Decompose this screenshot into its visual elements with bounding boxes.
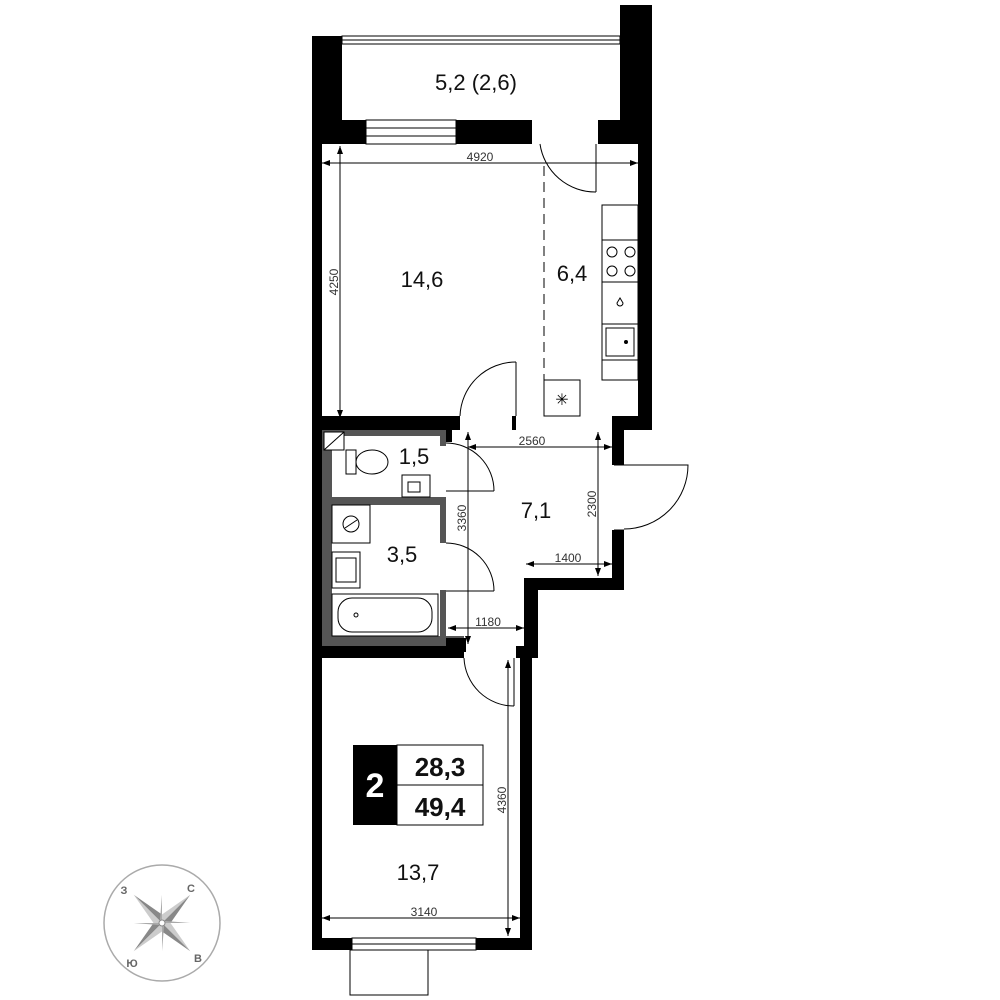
hall-area-label: 7,1 bbox=[521, 498, 552, 523]
living-area-total: 28,3 bbox=[415, 752, 466, 782]
compass-east: В bbox=[194, 953, 202, 965]
balcony-wall-seg-2 bbox=[456, 120, 532, 144]
toilet-bowl-icon bbox=[355, 449, 389, 475]
rooms-count: 2 bbox=[366, 767, 385, 805]
dim-hall-width: 2560 bbox=[519, 434, 546, 448]
bath-door-swing[interactable] bbox=[445, 542, 495, 592]
balcony-right-wall bbox=[620, 5, 652, 144]
bedroom-french-balcony bbox=[349, 949, 429, 996]
burner-icon bbox=[606, 246, 618, 258]
balcony: 5,2 (2,6) bbox=[312, 5, 652, 193]
entrance-door-swing[interactable] bbox=[623, 464, 689, 530]
dim-living-height: 4250 bbox=[327, 268, 341, 295]
burner-icon bbox=[624, 265, 636, 277]
compass: С З Ю В bbox=[103, 864, 221, 982]
balcony-window bbox=[365, 119, 457, 145]
compass-west: З bbox=[121, 885, 128, 897]
dim-bedroom-height: 4360 bbox=[495, 786, 509, 813]
bedroom-top-wall bbox=[322, 646, 464, 658]
balcony-door-swing[interactable] bbox=[539, 143, 597, 193]
dim-hall-short: 1400 bbox=[555, 551, 582, 565]
toilet-room: 1,5 bbox=[323, 431, 431, 498]
dim-hall-height: 2300 bbox=[585, 490, 599, 517]
compass-rose-icon bbox=[133, 894, 191, 952]
compass-north: С bbox=[187, 883, 195, 895]
bedroom-door-swing[interactable] bbox=[463, 657, 515, 707]
balcony-area-label: 5,2 (2,6) bbox=[435, 70, 517, 95]
balcony-wall-seg-3 bbox=[598, 120, 620, 144]
hall: 7,1 bbox=[521, 464, 689, 531]
balcony-left-wall bbox=[312, 36, 342, 144]
water-drop-icon bbox=[616, 297, 624, 307]
outer-walls bbox=[312, 144, 652, 996]
compass-south: Ю bbox=[126, 958, 137, 970]
bedroom-area-label: 13,7 bbox=[397, 860, 440, 885]
living-room: 14,6 bbox=[322, 267, 517, 430]
dim-top-width: 4920 bbox=[467, 150, 494, 164]
fridge bbox=[543, 379, 581, 417]
toilet-door-swing[interactable] bbox=[445, 442, 495, 492]
bedroom: 13,7 bbox=[322, 646, 524, 885]
snowflake-icon: ✳ bbox=[555, 390, 568, 409]
bath-area-label: 3,5 bbox=[387, 542, 418, 567]
living-area-label: 14,6 bbox=[401, 267, 444, 292]
washing-machine-icon bbox=[342, 515, 360, 533]
burner-icon bbox=[606, 265, 618, 277]
living-door-swing[interactable] bbox=[459, 361, 517, 417]
bath-room: 3,5 bbox=[331, 504, 439, 637]
total-area: 49,4 bbox=[415, 792, 466, 822]
dim-corridor-width: 1180 bbox=[475, 615, 501, 629]
dim-bedroom-width: 3140 bbox=[411, 905, 438, 919]
balcony-wall-seg bbox=[342, 120, 366, 144]
dimensions: 4920 4250 2560 2300 3360 1400 1180 4360 … bbox=[322, 146, 638, 936]
dim-hall-depth: 3360 bbox=[455, 504, 469, 531]
area-summary-badge: 2 28,3 49,4 bbox=[353, 744, 484, 826]
rooms-count-box bbox=[353, 745, 397, 825]
kitchen-area-label: 6,4 bbox=[557, 261, 588, 286]
burner-icon bbox=[624, 246, 636, 258]
living-bottom-wall bbox=[322, 416, 460, 430]
toilet-tank bbox=[345, 449, 357, 475]
toilet-area-label: 1,5 bbox=[399, 444, 430, 469]
kitchen: ✳ 6,4 bbox=[543, 166, 639, 417]
